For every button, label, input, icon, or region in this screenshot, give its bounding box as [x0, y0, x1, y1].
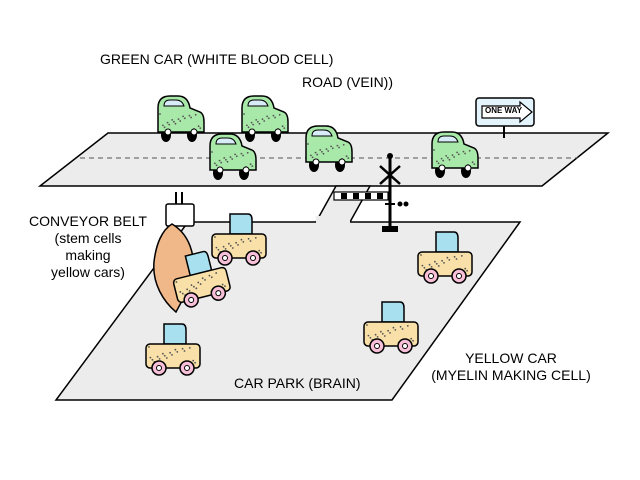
conveyor-label: CONVEYOR BELT (stem cells making yellow … — [18, 213, 158, 281]
yellow-car-icon — [417, 231, 473, 284]
yellow-car-label-line-1: YELLOW CAR — [465, 350, 557, 366]
yellow-car-icon — [172, 250, 231, 308]
railway-crossing-icon — [333, 153, 409, 232]
conveyor-label-line-4: yellow cars) — [51, 264, 125, 280]
conveyor-label-line-3: making — [65, 247, 111, 263]
yellow-car-icon — [211, 213, 267, 266]
green-car-label: GREEN CAR (WHITE BLOOD CELL) — [100, 51, 334, 67]
green-car-icon — [157, 95, 205, 142]
green-car-icon — [209, 133, 257, 180]
green-car-icon — [241, 95, 289, 142]
conveyor-label-line-1: CONVEYOR BELT — [29, 213, 147, 229]
road-label: ROAD (VEIN)) — [302, 74, 393, 90]
yellow-car-icon — [363, 301, 419, 354]
car-park-label: CAR PARK (BRAIN) — [234, 375, 361, 391]
green-car-icon — [431, 131, 479, 178]
conveyor-label-line-2: (stem cells — [54, 230, 122, 246]
one-way-sign-text: ONE WAY — [485, 106, 523, 115]
cars-layer — [145, 95, 479, 376]
yellow-car-label-line-2: (MYELIN MAKING CELL) — [431, 367, 591, 383]
yellow-car-icon — [145, 323, 201, 376]
green-car-icon — [305, 125, 353, 172]
yellow-car-label: YELLOW CAR (MYELIN MAKING CELL) — [408, 350, 614, 384]
one-way-sign — [475, 97, 535, 138]
